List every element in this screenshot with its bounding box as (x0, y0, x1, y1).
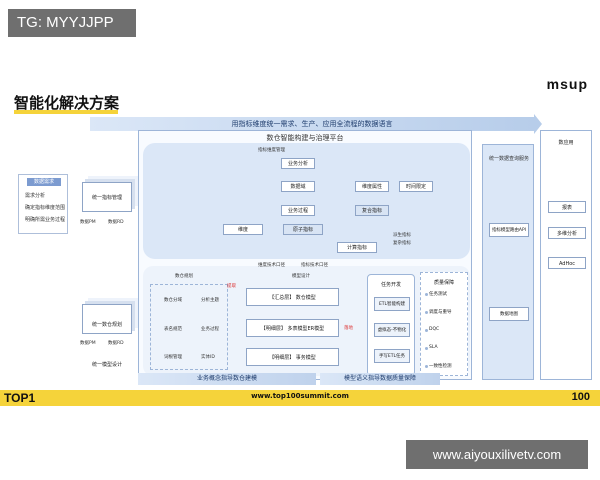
apps-title: 数应用 (558, 140, 574, 146)
left-bottom-label-rd: 数据RD (108, 341, 124, 346)
demand-line-3: 明确所需业务过程 (25, 217, 66, 223)
q-dot-2 (425, 311, 428, 314)
item-data-domain[interactable]: 数据域 (281, 181, 315, 192)
plan-item-2: 表名规范 (164, 327, 182, 332)
q-dot-1 (425, 293, 428, 296)
tg-label: TG: MYYJJPP (8, 9, 136, 37)
left-top-label-rd: 数据RD (108, 220, 124, 225)
item-business-process[interactable]: 业务过程 (281, 205, 315, 216)
item-dimension[interactable]: 维度 (223, 224, 263, 235)
q-item-2: 调度与重导 (429, 310, 452, 315)
data-demand-head: 数据需求 (27, 178, 61, 186)
top-banner-arrow: 用指标维度统一需求、生产、应用全流程的数据语言 (90, 114, 542, 134)
title-underline (14, 110, 118, 114)
footer-url: www.top100summit.com (251, 392, 349, 400)
plan-note-3: 实体ID (201, 355, 215, 360)
dev-virtual[interactable]: 虚拟态-不物化 (374, 323, 410, 337)
plan-title: 数仓规划 (175, 274, 193, 279)
app-multidim[interactable]: 多维分析 (548, 227, 586, 239)
dev-etl-smart[interactable]: ETL智能构建 (374, 297, 410, 311)
note-dim-tech: 维度技术口径 (258, 263, 285, 268)
note-extract: 提取 (227, 284, 236, 289)
note-complex-metric: 复杂指标 (393, 241, 411, 246)
model-detail-er[interactable]: 【明细层】 多表模型ER模型 (246, 319, 339, 337)
msup-logo: msup (546, 76, 588, 92)
platform-title: 数仓智能构建与治理平台 (266, 134, 344, 142)
bottom-arrow-left: 业务概念指导数仓建模 (138, 373, 316, 385)
left-top-label-pm: 数据PM (80, 220, 96, 225)
plan-item-1: 数仓分域 (164, 298, 182, 303)
quality-panel: 质量保障 任务测试 调度与重导 DQC SLA 一致性检测 (420, 272, 468, 376)
q-item-3: DQC (429, 327, 440, 332)
item-compound-metric[interactable]: 复合指标 (355, 205, 389, 216)
app-adhoc[interactable]: AdHoc (548, 257, 586, 269)
item-atomic-metric[interactable]: 原子指标 (283, 224, 323, 235)
quality-title: 质量保障 (433, 280, 454, 286)
note-derived-metric: 派生指标 (393, 233, 411, 238)
item-dimension-attr[interactable]: 维度属性 (355, 181, 389, 192)
right-head: 统一数据查询服务 (488, 156, 529, 162)
plan-note-1: 分析主题 (201, 298, 219, 303)
dev-manual-etl[interactable]: 手写ETL任务 (374, 349, 410, 363)
footer-left: TOP1 (4, 391, 36, 405)
dev-panel: 任务开发 ETL智能构建 虚拟态-不物化 手写ETL任务 (367, 274, 415, 376)
demand-line-1: 需求分析 (25, 193, 46, 199)
note-land: 落地 (344, 326, 353, 331)
dev-title: 任务开发 (380, 282, 401, 288)
q-item-4: SLA (429, 345, 438, 350)
unified-plan-card[interactable]: 统一数仓规划统一模型设计 (82, 304, 132, 368)
model-detail-transaction[interactable]: 【明细层】 事务模型 (246, 348, 339, 366)
app-report[interactable]: 报表 (548, 201, 586, 213)
item-time-limit[interactable]: 时间限定 (399, 181, 433, 192)
note-metric-tech: 指标技术口径 (301, 263, 328, 268)
slide: 智能化解决方案 msup 用指标维度统一需求、生产、应用全流程的数据语言 数据需… (0, 70, 600, 410)
unified-query-service: 统一数据查询服务 指标模型路由API 数据地图 (482, 144, 534, 380)
left-bottom-label-pm: 数据PM (80, 341, 96, 346)
q-item-5: 一致性检测 (429, 364, 452, 369)
q-item-1: 任务测试 (429, 292, 447, 297)
footer-bar: TOP1 www.top100summit.com 100 (0, 390, 600, 406)
upper-title: 指标维度管理 (258, 148, 285, 153)
plan-item-3: 词根管理 (164, 355, 182, 360)
bottom-arrow-right: 模型语义指导数据质量保障 (320, 373, 440, 385)
right-api[interactable]: 指标模型路由API (489, 223, 529, 237)
demand-line-2: 确定指标维度范围 (25, 205, 66, 211)
model-summary-layer[interactable]: 【汇总层】 数仓模型 (246, 288, 339, 306)
unified-plan-label: 统一数仓规划统一模型设计 (91, 322, 122, 368)
right-data-map[interactable]: 数据地图 (489, 307, 529, 321)
item-calc-metric[interactable]: 计算指标 (337, 242, 377, 253)
watermark: www.aiyouxilivetv.com (406, 440, 588, 469)
q-dot-4 (425, 347, 428, 350)
unified-metric-card[interactable]: 统一指标管理 (82, 182, 132, 212)
data-demand-panel: 数据需求 需求分析 确定指标维度范围 明确所需业务过程 (18, 174, 68, 234)
q-dot-5 (425, 365, 428, 368)
unified-metric-label: 统一指标管理 (91, 195, 122, 201)
model-title: 模型设计 (292, 274, 310, 279)
plan-area (150, 284, 228, 370)
apps-panel: 数应用 报表 多维分析 AdHoc (540, 130, 592, 380)
q-dot-3 (425, 329, 428, 332)
slide-title: 智能化解决方案 (14, 94, 120, 112)
item-business-analysis[interactable]: 业务分析 (281, 158, 315, 169)
plan-note-2: 业务过程 (201, 327, 219, 332)
footer-right: 100 (571, 391, 590, 403)
